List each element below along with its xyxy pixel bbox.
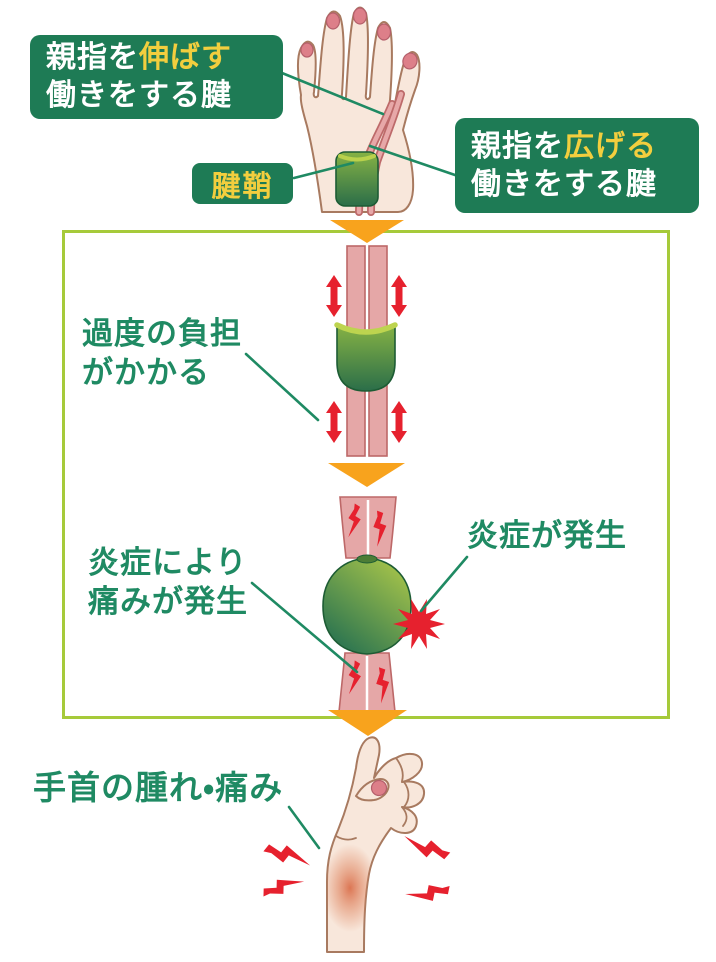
wrist-inflammation-blush (327, 844, 378, 932)
stage1-diagram (326, 245, 407, 457)
callout-line-wrist-pain (287, 805, 321, 850)
callout-line-sheath (292, 161, 355, 180)
stage2-diagram (322, 496, 445, 713)
top-hand-illustration (297, 6, 421, 216)
pain-line2: 痛みが発生 (88, 584, 248, 619)
sheath-rim-highlight (338, 154, 376, 162)
pain-note: 炎症により 痛みが発生 (88, 543, 248, 621)
overload-line2: がかかる (82, 355, 210, 390)
pinky-nail (300, 42, 314, 58)
pain-line1: 炎症により (88, 545, 248, 580)
flow-arrow-1 (330, 220, 404, 243)
extend-tendon-callout: 親指を伸ばす 働きをする腱 (30, 35, 283, 119)
ring-nail (325, 12, 341, 30)
extend-tendon-line2: 働きをする腱 (46, 79, 232, 112)
extend-tendon-highlight: 伸ばす (139, 41, 232, 74)
callout-line-pain (250, 581, 359, 674)
sheath-cylinder (336, 323, 396, 392)
overload-note: 過度の負担 がかかる (82, 314, 242, 392)
spread-tendon-line1: 親指を広げる (471, 128, 699, 166)
wrist-pain-note: 手首の腫れ・痛み (33, 769, 284, 806)
finger-separation-lines (335, 757, 410, 841)
bottom-hand-illustration (259, 736, 453, 953)
flow-arrow-3 (328, 710, 407, 736)
thumb-nail (402, 52, 418, 70)
sheath-callout: 腱鞘 (192, 163, 293, 204)
inflammation-note: 炎症が発生 (467, 518, 627, 553)
swollen-sheath-ball (322, 557, 412, 655)
bottom-thumb-nail (370, 779, 388, 797)
callout-lines (244, 71, 469, 850)
spread-tendon-callout: 親指を広げる 働きをする腱 (455, 118, 699, 213)
extend-tendon-prefix: 親指を (46, 41, 139, 74)
sheath-label: 腱鞘 (211, 170, 274, 203)
spread-tendon-line2: 働きをする腱 (471, 167, 657, 201)
spread-tendon-highlight: 広げる (564, 129, 657, 163)
sheath-rim (334, 322, 398, 335)
index-nail (376, 23, 392, 41)
extend-tendon-line1: 親指を伸ばす (46, 39, 283, 77)
callout-line-spread-tendon (368, 144, 457, 177)
inflammation-starburst (393, 599, 445, 649)
flow-arrow-2 (328, 463, 405, 487)
middle-nail (352, 7, 368, 25)
callout-line-overload (244, 352, 320, 422)
callout-line-inflammation (419, 555, 469, 613)
sheath-opening (356, 554, 378, 564)
callout-line-extend-tendon (280, 71, 385, 116)
spread-tendon-prefix: 親指を (471, 129, 564, 163)
overload-line1: 過度の負担 (82, 316, 242, 351)
